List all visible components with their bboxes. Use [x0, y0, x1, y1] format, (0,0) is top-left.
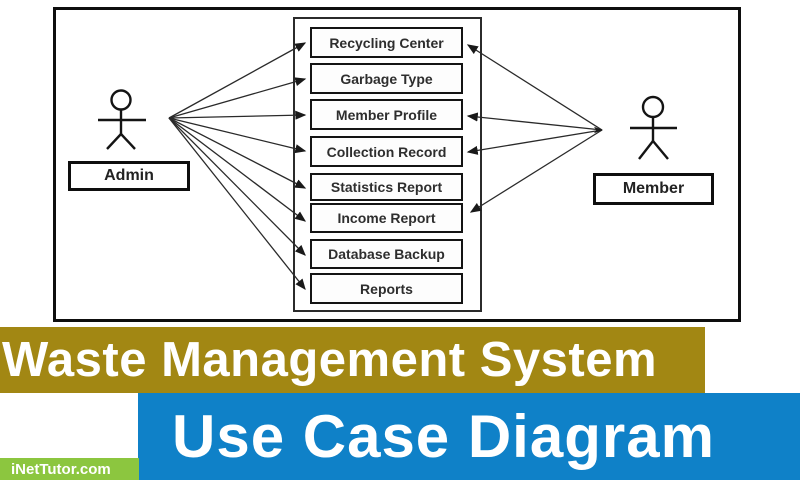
title-text: Waste Management System: [2, 333, 658, 387]
usecase-statistics-report: Statistics Report: [310, 173, 463, 201]
usecase-database-backup: Database Backup: [310, 239, 463, 269]
usecase-reports: Reports: [310, 273, 463, 304]
subtitle-banner: Use Case Diagram: [138, 393, 800, 480]
usecase-income-report: Income Report: [310, 203, 463, 233]
member-actor-label: Member: [593, 173, 714, 205]
watermark-text: iNetTutor.com: [11, 460, 111, 478]
admin-actor-label: Admin: [68, 161, 190, 191]
watermark-badge: iNetTutor.com: [0, 458, 139, 480]
usecase-collection-record: Collection Record: [310, 136, 463, 167]
subtitle-text: Use Case Diagram: [172, 403, 715, 470]
usecase-member-profile: Member Profile: [310, 99, 463, 130]
title-banner: Waste Management System: [0, 327, 705, 393]
usecase-recycling-center: Recycling Center: [310, 27, 463, 58]
usecase-garbage-type: Garbage Type: [310, 63, 463, 94]
